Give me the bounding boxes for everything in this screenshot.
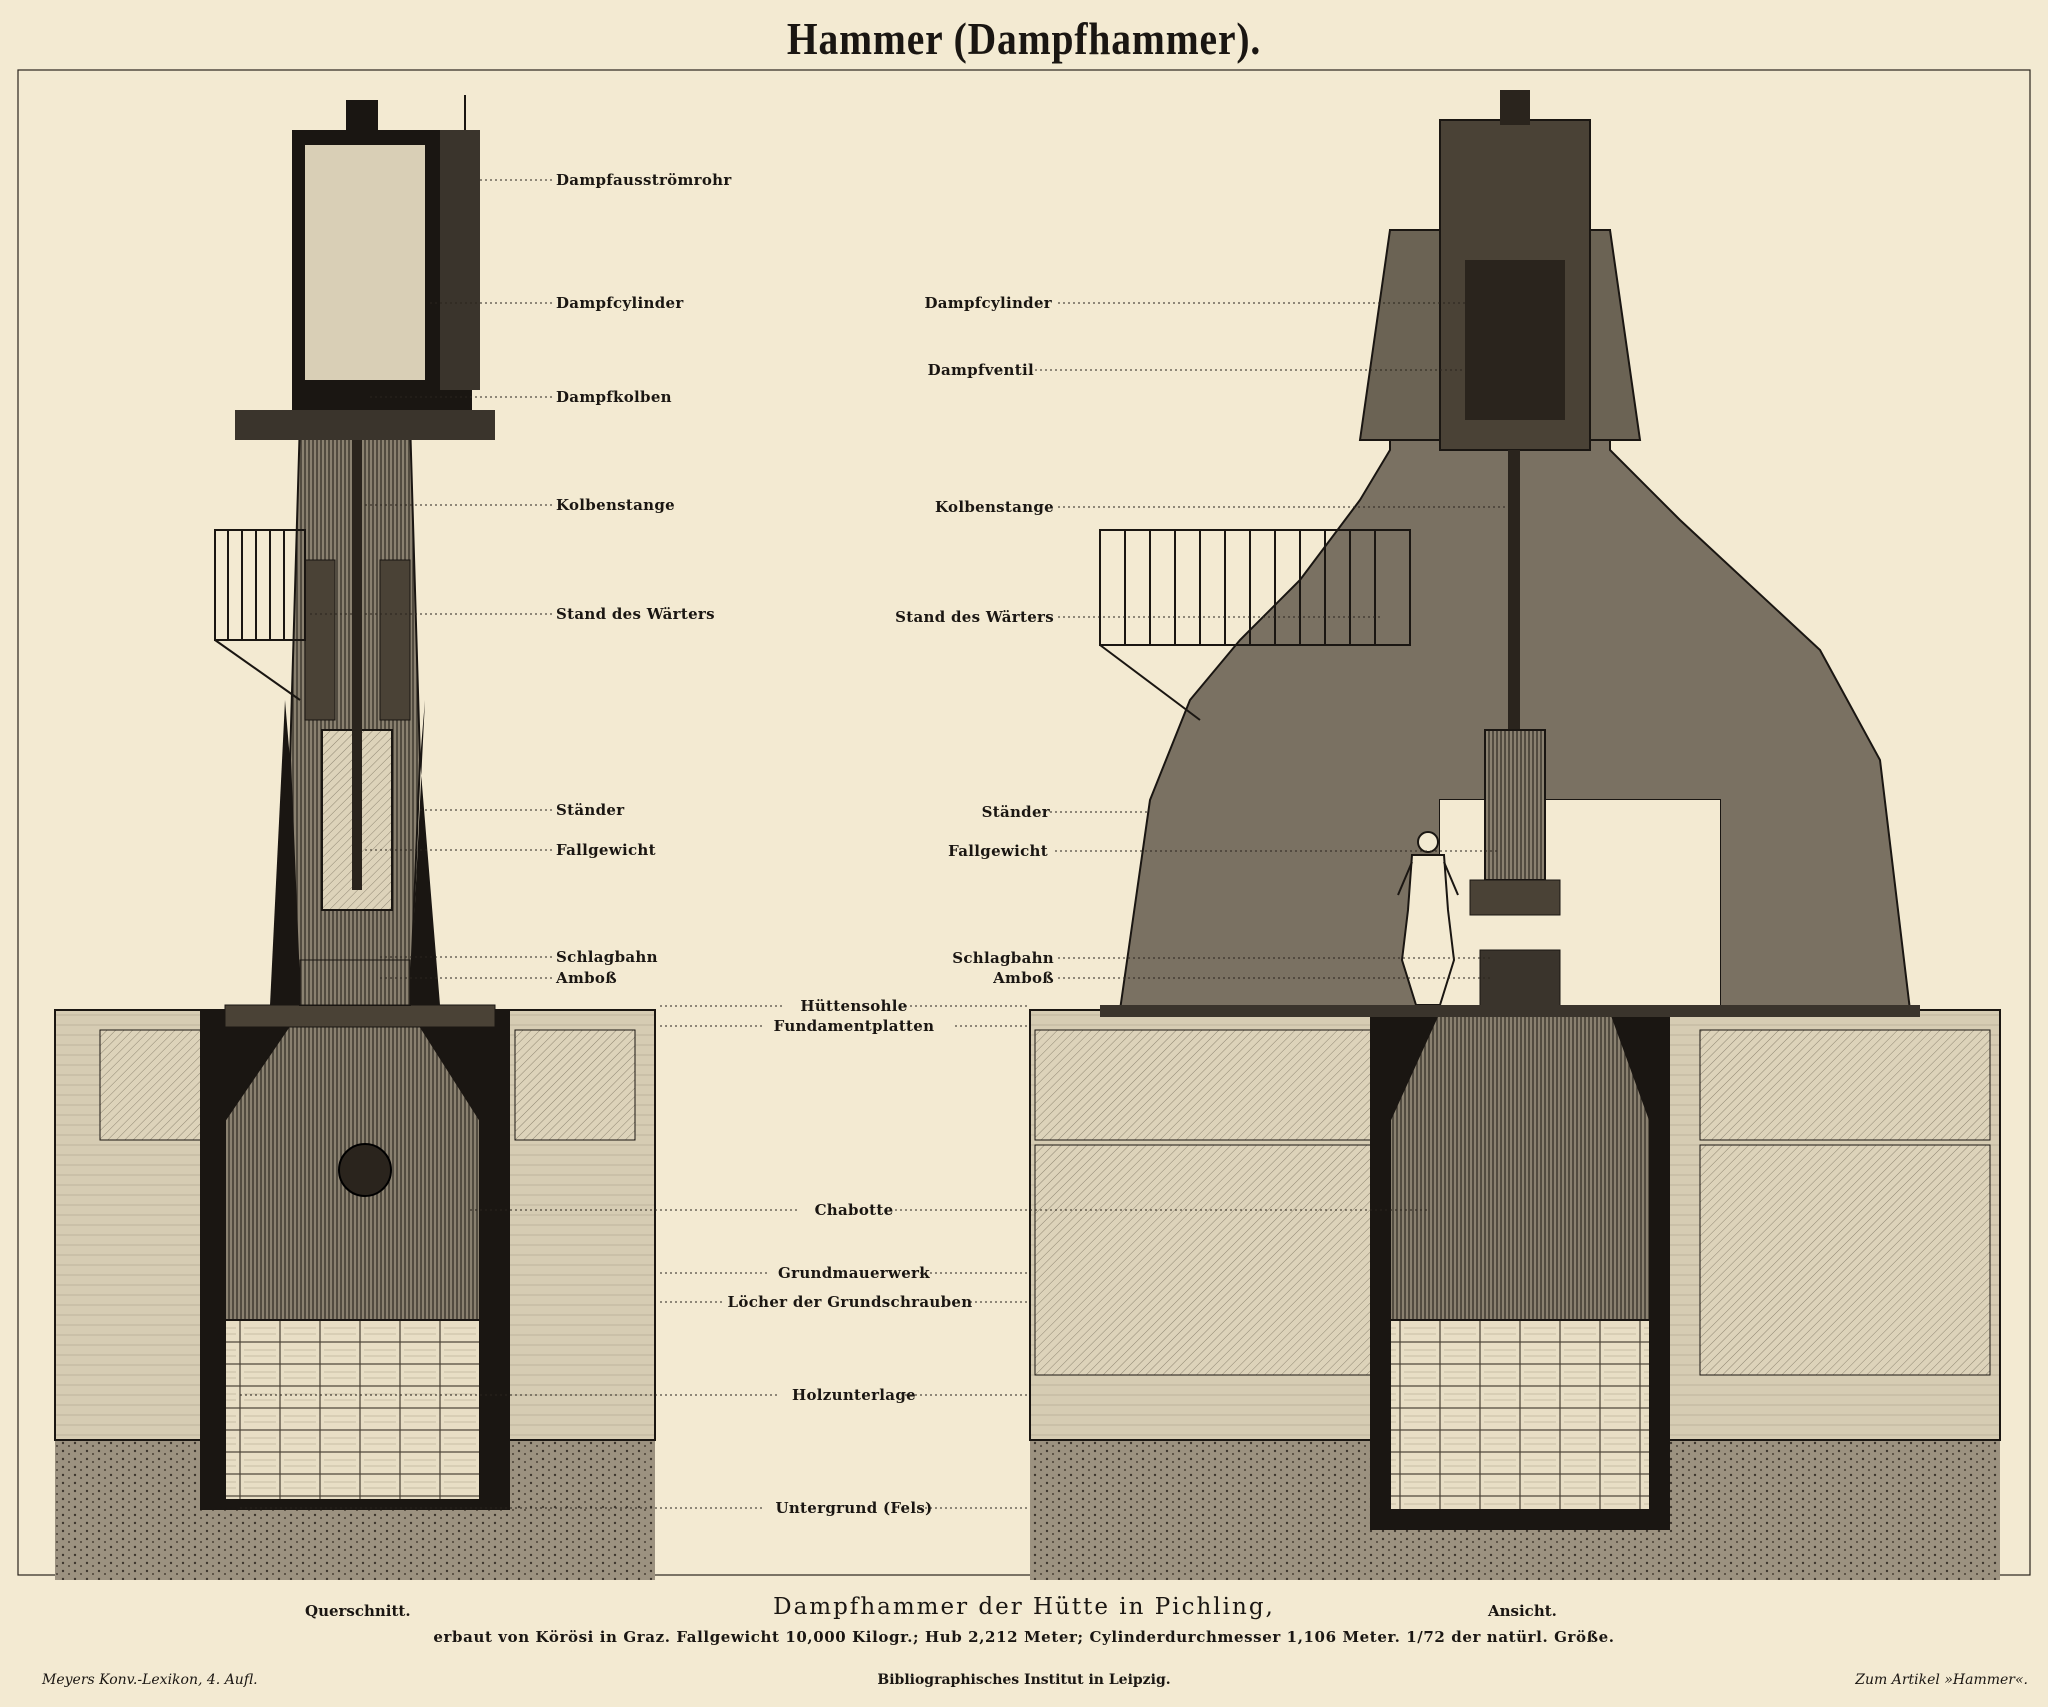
label-fundamentplatten: Fundamentplatten	[773, 1017, 935, 1035]
plate-frame	[17, 69, 2031, 1576]
footer-center: Bibliographisches Institut in Leipzig.	[877, 1672, 1171, 1688]
right-ambos	[1479, 949, 1561, 1011]
leader-lines	[240, 179, 1512, 1509]
label-loecher: Löcher der Grundschrauben	[727, 1293, 973, 1311]
label-holzunterlage: Holzunterlage	[792, 1386, 916, 1404]
label-left-fallgewicht: Fallgewicht	[556, 841, 656, 859]
label-right-schlagbahn: Schlagbahn	[952, 949, 1054, 967]
left-holzunterlage	[224, 1319, 481, 1501]
left-cylinder-base	[235, 410, 495, 440]
label-untergrund: Untergrund (Fels)	[775, 1499, 933, 1517]
right-kolbenstange	[1508, 450, 1520, 730]
label-grundmauerwerk: Grundmauerwerk	[778, 1264, 930, 1282]
footer-left: Meyers Konv.-Lexikon, 4. Aufl.	[42, 1672, 258, 1688]
label-left-schlagbahn: Schlagbahn	[556, 948, 658, 966]
label-right-dampfcylinder: Dampfcylinder	[924, 294, 1052, 312]
left-platform	[214, 529, 306, 701]
label-right-fallgewicht: Fallgewicht	[948, 842, 1048, 860]
label-left-dampfkolben: Dampfkolben	[556, 388, 672, 406]
cross-section-drawing	[54, 95, 656, 1580]
label-left-kolbenstange: Kolbenstange	[556, 496, 675, 514]
right-dampfventil	[1465, 260, 1565, 420]
label-right-dampfventil: Dampfventil	[927, 361, 1034, 379]
label-huettensohle: Hüttensohle	[800, 997, 908, 1015]
label-left-ambos: Amboß	[556, 969, 617, 987]
view-label-left: Querschnitt.	[305, 1602, 411, 1620]
label-chabotte: Chabotte	[814, 1201, 894, 1219]
right-holzunterlage	[1389, 1319, 1651, 1511]
label-left-dampfcylinder: Dampfcylinder	[556, 294, 684, 312]
label-right-ambos: Amboß	[993, 969, 1054, 987]
caption-sub: erbaut von Körösi in Graz. Fallgewicht 1…	[433, 1628, 1615, 1646]
label-left-stand: Stand des Wärters	[556, 605, 715, 623]
right-platform	[1099, 529, 1411, 721]
label-right-staender: Ständer	[981, 803, 1050, 821]
view-label-right: Ansicht.	[1488, 1602, 1557, 1620]
label-right-stand: Stand des Wärters	[895, 608, 1054, 626]
elevation-drawing	[1029, 90, 2001, 1580]
plate-title: Hammer (Dampfhammer).	[786, 13, 1262, 64]
caption-main: Dampfhammer der Hütte in Pichling,	[773, 1594, 1275, 1620]
label-left-dampfausstroemrohr: Dampfausströmrohr	[556, 171, 732, 189]
footer-right: Zum Artikel »Hammer«.	[1855, 1672, 2028, 1688]
left-kolbenstange	[352, 370, 362, 890]
label-right-kolbenstange: Kolbenstange	[935, 498, 1054, 516]
right-chabotte	[1389, 1009, 1651, 1321]
label-left-staender: Ständer	[556, 801, 625, 819]
right-fallgewicht	[1484, 729, 1546, 881]
